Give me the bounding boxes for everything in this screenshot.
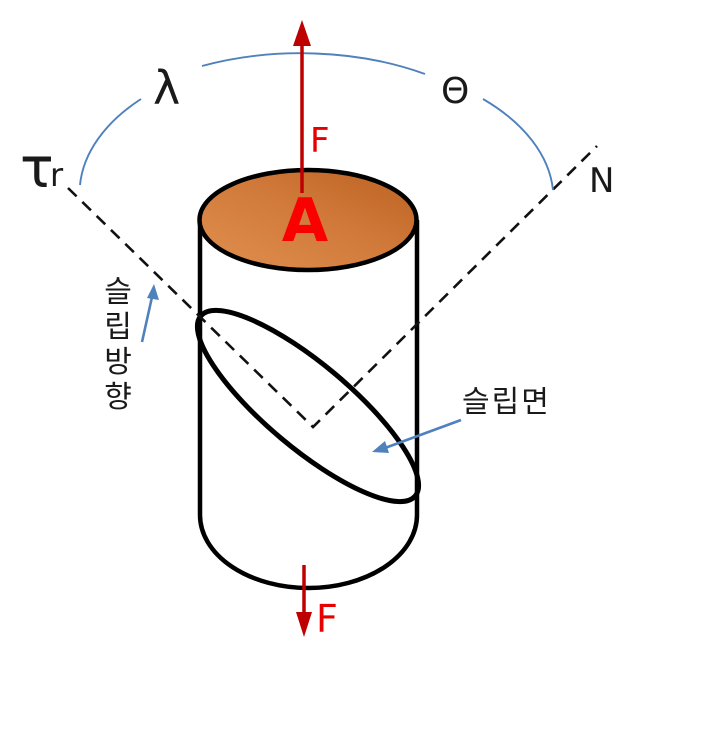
normal-axis-label: N — [589, 161, 614, 201]
slip-direction-annotation-arrow-shaft — [140, 296, 154, 343]
slip-direction-and-normal-dashed-lines — [67, 145, 598, 429]
slip-plane-label: 슬립면 — [462, 385, 551, 420]
slip-direction-label: 슬 립 방 향 — [104, 275, 132, 415]
tau-r-label: τ — [20, 136, 54, 201]
slip-direction-char-1: 슬 — [104, 275, 132, 310]
cylinder-top-face — [197, 167, 419, 273]
lambda-angle-label: λ — [153, 61, 180, 115]
area-label: A — [282, 186, 329, 256]
force-top-label: F — [310, 121, 330, 161]
force-bottom-label: F — [316, 597, 338, 641]
angle-arc-lambda-left-segment — [79, 98, 142, 186]
angle-arc-theta-right-segment — [482, 98, 554, 191]
slip-direction-annotation-arrow-head — [147, 284, 159, 300]
slip-direction-char-3: 방 — [104, 345, 132, 380]
theta-angle-label: Θ — [441, 71, 469, 112]
slip-plane-annotation-arrow-shaft — [384, 418, 462, 450]
angle-arc-top-segment — [201, 52, 426, 75]
slip-direction-char-4: 향 — [104, 380, 132, 415]
tau-r-subscript: r — [50, 156, 64, 194]
cylinder-body — [197, 220, 420, 591]
slip-direction-char-2: 립 — [104, 310, 132, 345]
force-arrow-top-head — [293, 20, 311, 46]
force-arrow-bottom-head — [296, 612, 312, 637]
slip-plane-annotation-arrow-head — [372, 441, 389, 453]
